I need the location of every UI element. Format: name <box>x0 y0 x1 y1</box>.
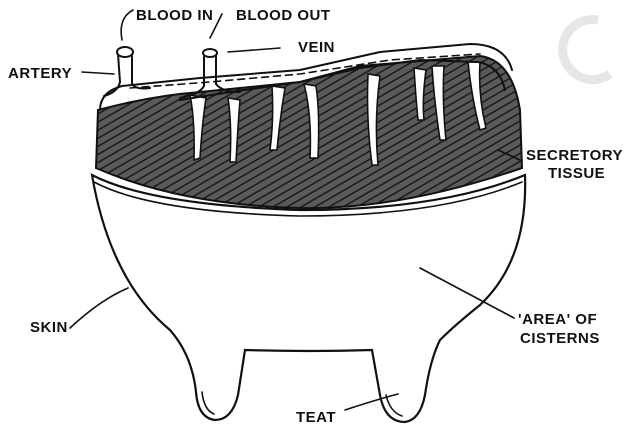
leader-skin <box>70 288 128 328</box>
leader-artery <box>82 72 114 74</box>
label-area-1: 'AREA' OF <box>518 311 597 328</box>
vein-opening <box>203 49 217 57</box>
label-artery: ARTERY <box>8 65 72 82</box>
label-vein: VEIN <box>298 39 335 56</box>
label-skin: SKIN <box>30 319 68 336</box>
label-blood-in: BLOOD IN <box>136 7 213 24</box>
label-area-2: CISTERNS <box>520 330 600 347</box>
label-blood-out: BLOOD OUT <box>236 7 331 24</box>
cistern-body <box>92 175 525 422</box>
leader-blood-in <box>121 10 133 40</box>
secretory-tissue <box>96 56 522 208</box>
watermark-arc <box>563 20 610 80</box>
label-secretory-1: SECRETORY <box>526 147 623 164</box>
label-teat: TEAT <box>296 409 336 426</box>
label-secretory-2: TISSUE <box>548 165 605 182</box>
artery-opening <box>117 47 133 57</box>
leader-vein <box>228 48 280 52</box>
